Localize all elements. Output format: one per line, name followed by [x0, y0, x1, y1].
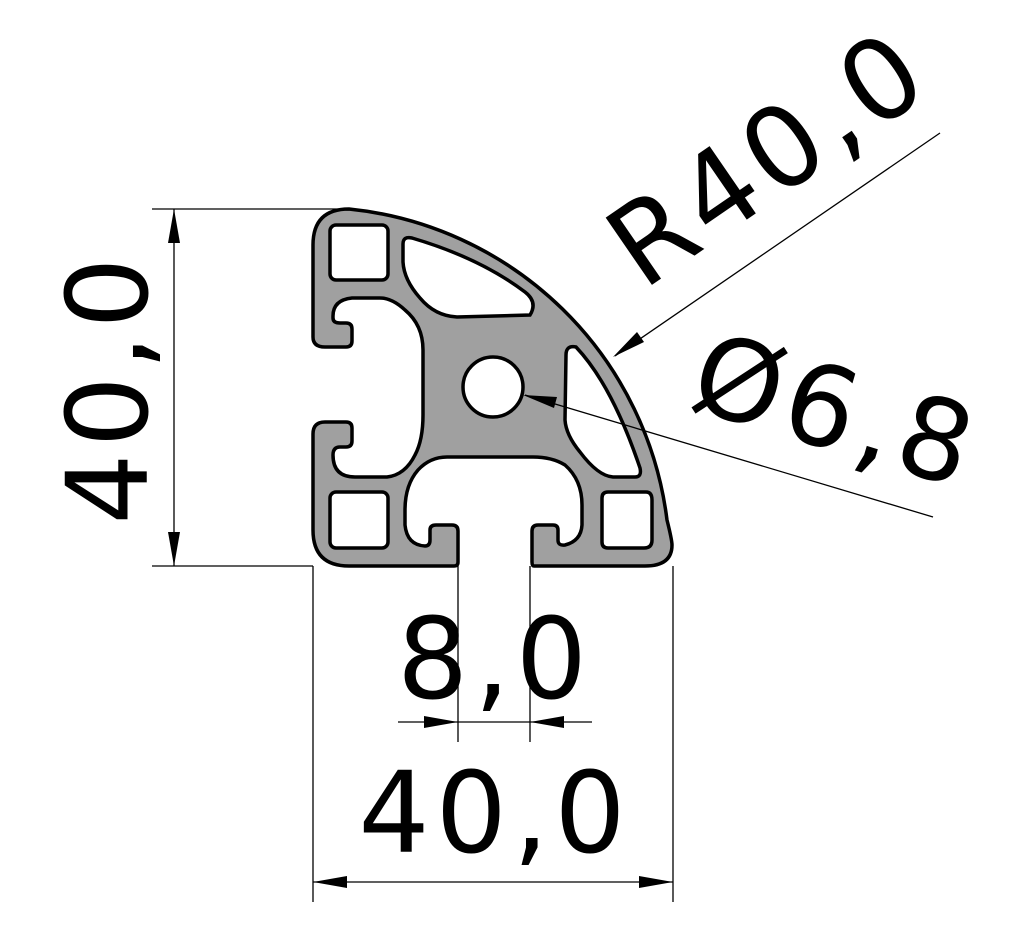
dimension-height-label: 40,0 [44, 251, 174, 524]
dimension-radius-label: R40,0 [584, 4, 952, 313]
dimension-width: 40,0 [312, 566, 674, 902]
dimension-bore-label: Ø6,8 [678, 308, 993, 515]
dimension-height: 40,0 [44, 208, 345, 567]
channel-bottom-right [600, 490, 654, 550]
profile-cross-section [311, 207, 674, 568]
channel-bottom-left [328, 490, 390, 550]
cavity-top [401, 235, 535, 319]
dimension-slot: 8,0 [397, 566, 593, 742]
center-bore [461, 355, 525, 419]
dimension-slot-label: 8,0 [397, 595, 593, 725]
dimension-width-label: 40,0 [358, 749, 631, 879]
cavity-right [563, 344, 643, 479]
channel-top-left [328, 223, 390, 282]
dimension-radius: R40,0 [584, 4, 952, 357]
